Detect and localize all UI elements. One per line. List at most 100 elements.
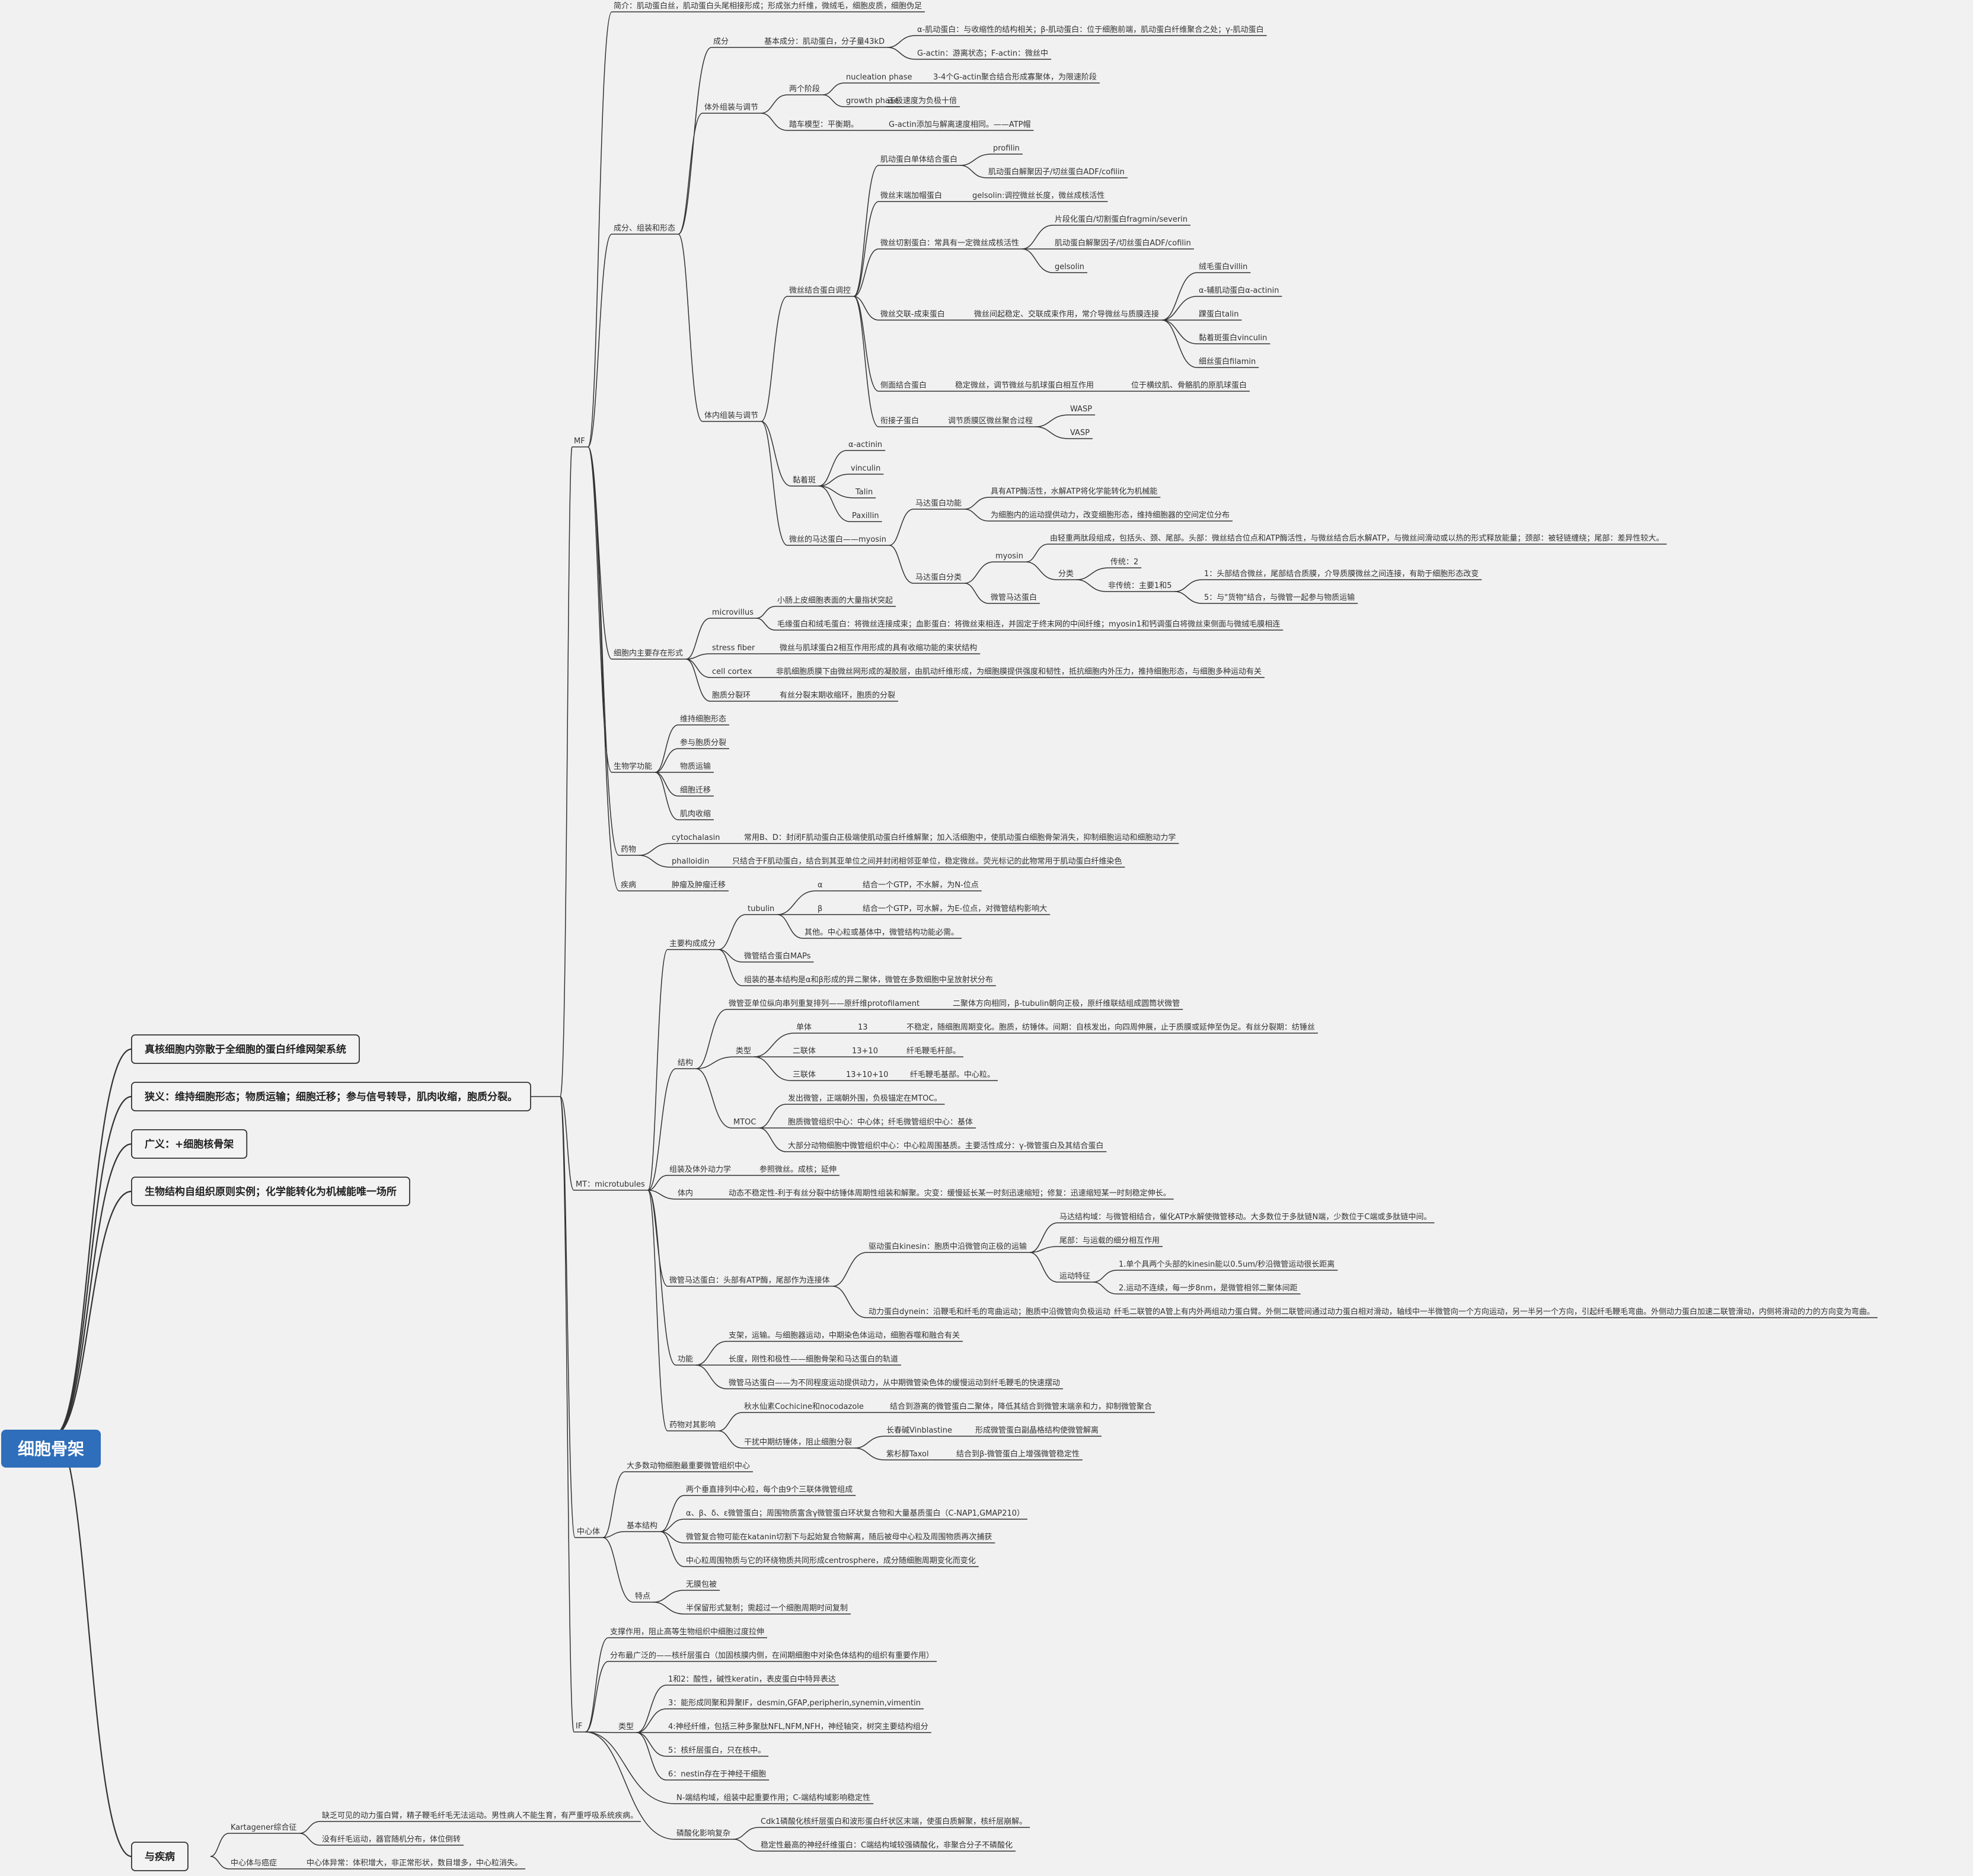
topic-mf-motor_fn[interactable]: 马达蛋白功能	[915, 498, 962, 508]
topic-mf-drug[interactable]: 药物	[621, 845, 636, 854]
topic-mt-label[interactable]: MT：microtubules	[576, 1180, 645, 1189]
topic-mf-myo_d[interactable]: 由轻重两肽段组成，包括头、颈、尾部。头部：微丝结合位点和ATP酶活性，与微丝结合…	[1050, 533, 1664, 543]
topic-if-t4[interactable]: 5：核纤层蛋白，只在核中。	[668, 1746, 765, 1755]
topic-mf-mv2[interactable]: 毛缘蛋白和绒毛蛋白：将微丝连接成束；血影蛋白：将微丝束相连，并固定于终末网的中间…	[777, 619, 1280, 629]
topic-mt-vin[interactable]: 长春碱Vinblastine	[886, 1426, 952, 1435]
topic-mf-adapter_d[interactable]: 调节质膜区微丝聚合过程	[948, 417, 1033, 426]
topic-if-t1[interactable]: 1和2：酸性，碱性keratin，表皮蛋白中特异表达	[668, 1674, 836, 1684]
topic-mf-adf1[interactable]: 肌动蛋白解聚因子/切丝蛋白ADF/cofilin	[988, 167, 1125, 177]
topic-mf-comp_b1[interactable]: α-肌动蛋白：与收缩性的结构相关；β-肌动蛋白：位于细胞前端，肌动蛋白纤维聚合之…	[917, 25, 1264, 34]
topic-mf-vasp[interactable]: VASP	[1070, 429, 1090, 437]
topic-mt-colch[interactable]: 秋水仙素Cochicine和nocodazole	[744, 1402, 864, 1411]
topic-mt-func3[interactable]: 微管马达蛋白——为不同程度运动提供动力，从中期微管染色体的缓慢运动到纤毛鞭毛的快…	[729, 1378, 1060, 1388]
topic-dis-cancer[interactable]: 中心体与癌症	[231, 1858, 277, 1868]
topic-if-label[interactable]: IF	[576, 1722, 582, 1731]
topic-cs-feat[interactable]: 特点	[635, 1592, 650, 1601]
topic-mt-spindle[interactable]: 干扰中期纺锤体，阻止细胞分裂	[744, 1438, 852, 1447]
topic-mf-comp_b2[interactable]: G-actin：游离状态；F-actin：微丝中	[917, 49, 1048, 58]
topic-if-p2[interactable]: 稳定性最高的神经纤维蛋白：C端结构域较强磷酸化，非聚合分子不磷酸化	[761, 1840, 1013, 1850]
topic-mf-bio5[interactable]: 肌肉收缩	[680, 809, 711, 819]
topic-mf-f2[interactable]: vinculin	[851, 464, 880, 473]
topic-mf-myosin[interactable]: 微丝的马达蛋白——myosin	[789, 535, 886, 544]
topic-if-p[interactable]: 磷酸化影响复杂	[676, 1829, 730, 1838]
topic-cs-b3[interactable]: 微管复合物可能在katanin切割下与起始复合物解离，随后被母中心粒及周围物质再…	[686, 1532, 992, 1542]
topic-mt-triple_n[interactable]: 13+10+10	[846, 1070, 888, 1079]
central-topic-box[interactable]	[1, 1430, 101, 1468]
topic-mf-bio[interactable]: 生物学功能	[614, 762, 652, 771]
topic-mf-vitro[interactable]: 体外组装与调节	[704, 103, 758, 112]
topic-mf-side_d2[interactable]: 位于横纹肌、骨骼肌的原肌球蛋白	[1131, 381, 1247, 390]
topic-mf-focal[interactable]: 黏着斑	[793, 475, 816, 485]
topic-cs-a[interactable]: 大多数动物细胞最重要微管组织中心	[627, 1461, 750, 1471]
topic-mt-k3b[interactable]: 2.运动不连续，每一步8nm，是微管相邻二聚体间距	[1119, 1283, 1298, 1293]
topic-mf-cross_d[interactable]: 微丝间起稳定、交联成束作用，常介导微丝与质膜连接	[974, 309, 1159, 319]
topic-mf-bio4[interactable]: 细胞迁移	[680, 786, 711, 795]
topic-mf-bio1[interactable]: 维持细胞形态	[680, 715, 726, 724]
topic-mt-proto[interactable]: 微管亚单位纵向串列重复排列——原纤维protofilament	[729, 999, 920, 1008]
topic-mt-single[interactable]: 单体	[796, 1023, 812, 1032]
topic-mf-cross[interactable]: 微丝交联-成束蛋白	[880, 309, 945, 319]
topic-if-b[interactable]: 分布最广泛的——核纤层蛋白（加固核膜内侧，在间期细胞中对染色体结构的组织有重要作…	[610, 1651, 934, 1660]
topic-cs-basic[interactable]: 基本结构	[627, 1522, 657, 1530]
topic-cs-f1[interactable]: 无膜包被	[686, 1580, 717, 1589]
topic-mf-growth[interactable]: growth phase	[846, 97, 899, 106]
topic-mf-cap[interactable]: 微丝末端加帽蛋白	[880, 191, 942, 200]
topic-mf-mono[interactable]: 肌动蛋白单体结合蛋白	[880, 155, 957, 164]
topic-mt-triple[interactable]: 三联体	[793, 1070, 816, 1079]
topic-mt-k3a[interactable]: 1.单个具两个头部的kinesin能以0.5um/秒沿微管运动很长距离	[1119, 1260, 1335, 1269]
topic-mf-cls[interactable]: 分类	[1058, 570, 1074, 579]
topic-mf-treadmill[interactable]: 踏车模型：平衡期。	[789, 120, 858, 129]
topic-mt-kinesin[interactable]: 驱动蛋白kinesin：胞质中沿微管向正极的运输	[869, 1242, 1027, 1251]
topic-mt-single_n[interactable]: 13	[858, 1023, 868, 1032]
topic-mt-vin_d[interactable]: 形成微管蛋白副晶格结构使微管解离	[975, 1426, 1099, 1435]
topic-mt-colch_d[interactable]: 结合到游离的微管蛋白二聚体，降低其结合到微管末端亲和力，抑制微管聚合	[890, 1402, 1152, 1411]
topic-mf-disease_d[interactable]: 肿瘤及肿瘤迁移	[672, 880, 726, 890]
main-topic-box[interactable]	[131, 1177, 410, 1206]
topic-mt-double_n[interactable]: 13+10	[852, 1047, 878, 1056]
topic-mt-double[interactable]: 二联体	[793, 1047, 816, 1056]
topic-cs-b2[interactable]: α、β、δ、ε微管蛋白；周围物质富含γ微管蛋白环状复合物和大量基质蛋白（C-NA…	[686, 1509, 1024, 1518]
topic-dis-kart2[interactable]: 没有纤毛运动，器官随机分布，体位倒转	[322, 1835, 461, 1844]
topic-mf-growth_d[interactable]: 正极速度为负极十倍	[887, 96, 957, 106]
topic-mt-dynein_d[interactable]: 纤毛二联管的A管上有内外两组动力蛋白臂。外侧二联管间通过动力蛋白相对滑动，轴线中…	[1114, 1307, 1875, 1316]
topic-mf-motor_fn2[interactable]: 为细胞内的运动提供动力，改变细胞形态，维持细胞器的空间定位分布	[991, 510, 1230, 520]
topic-cs-label[interactable]: 中心体	[577, 1527, 600, 1536]
topic-mt-func1[interactable]: 支架，运输。与细胞器运动，中期染色体运动，细胞吞噬和融合有关	[729, 1331, 960, 1340]
topic-mt-k1[interactable]: 马达结构域：与微管相结合，催化ATP水解使微管移动。大多数位于多肽链N端，少数位…	[1059, 1212, 1431, 1222]
topic-if-t5[interactable]: 6：nestin存在于神经干细胞	[668, 1770, 766, 1779]
topic-if-n[interactable]: N-端结构域，组装中起重要作用；C-端结构域影响稳定性	[676, 1793, 870, 1803]
topic-mf-forms[interactable]: 细胞内主要存在形式	[614, 648, 683, 658]
topic-mt-k2[interactable]: 尾部：与运载的细分相互作用	[1059, 1236, 1160, 1245]
topic-mf-two_stage[interactable]: 两个阶段	[789, 85, 820, 94]
topic-mt-func[interactable]: 功能	[678, 1355, 693, 1364]
topic-dis-kart1[interactable]: 缺乏可见的动力蛋白臂，精子鞭毛纤毛无法运动。男性病人不能生育，有严重呼吸系统疾病…	[322, 1811, 638, 1820]
topic-mf-fragmin[interactable]: 片段化蛋白/切割蛋白fragmin/severin	[1055, 215, 1187, 224]
topic-mf-abp[interactable]: 微丝结合蛋白调控	[789, 286, 851, 295]
topic-mt-invivo[interactable]: 体内	[678, 1188, 693, 1198]
topic-mt-beta[interactable]: β	[818, 905, 822, 913]
topic-mf-comp_asm[interactable]: 成分、组装和形态	[614, 224, 675, 233]
topic-mf-phal_d[interactable]: 只结合于F肌动蛋白，结合到其亚单位之间并封闭相邻亚单位，稳定微丝。荧光标记的此物…	[732, 856, 1122, 866]
topic-mt-asm[interactable]: 组装及体外动力学	[669, 1165, 731, 1174]
main-topic-box[interactable]	[131, 1082, 531, 1111]
topic-mf-side_d[interactable]: 稳定微丝，调节微丝与肌球蛋白相互作用	[955, 381, 1094, 390]
topic-mf-nucleation_d[interactable]: 3-4个G-actin聚合结合形成寡聚体，为限速阶段	[933, 72, 1097, 82]
topic-mf-treadmill_d[interactable]: G-actin添加与解离速度相同。——ATP帽	[889, 120, 1031, 129]
topic-mt-dynein[interactable]: 动力蛋白dynein：沿鞭毛和纤毛的弯曲运动；胞质中沿微管向负极运动	[869, 1307, 1110, 1316]
topic-dis-cancer_d[interactable]: 中心体异常：体积增大，非正常形状，数目增多，中心粒消失。	[307, 1858, 522, 1868]
topic-mf-mt_motor[interactable]: 微管马达蛋白	[991, 593, 1037, 602]
topic-dis-kart[interactable]: Kartagener综合征	[231, 1823, 297, 1832]
topic-mt-k3[interactable]: 运动特征	[1059, 1272, 1090, 1281]
topic-if-a[interactable]: 支撑作用，阻止高等生物组织中细胞过度拉伸	[610, 1627, 764, 1637]
topic-mf-phal[interactable]: phalloidin	[672, 857, 709, 866]
topic-mt-mtoc[interactable]: MTOC	[733, 1118, 756, 1127]
topic-mf-wasp[interactable]: WASP	[1070, 405, 1092, 414]
topic-mt-func2[interactable]: 长度，刚性和极性——细胞骨架和马达蛋白的轨道	[729, 1354, 898, 1364]
topic-mf-bio3[interactable]: 物质运输	[680, 762, 711, 771]
topic-mf-talin[interactable]: 踝蛋白talin	[1199, 309, 1239, 319]
topic-mf-adapter[interactable]: 衔接子蛋白	[880, 416, 919, 426]
topic-mt-double_d[interactable]: 纤毛鞭毛杆部。	[906, 1047, 960, 1056]
topic-mt-mtoc1[interactable]: 发出微管，正端朝外围，负极锚定在MTOC。	[788, 1094, 941, 1103]
topic-mt-motor[interactable]: 微管马达蛋白：头部有ATP酶，尾部作为连接体	[669, 1276, 830, 1285]
topic-mf-cc[interactable]: cell cortex	[712, 667, 752, 676]
